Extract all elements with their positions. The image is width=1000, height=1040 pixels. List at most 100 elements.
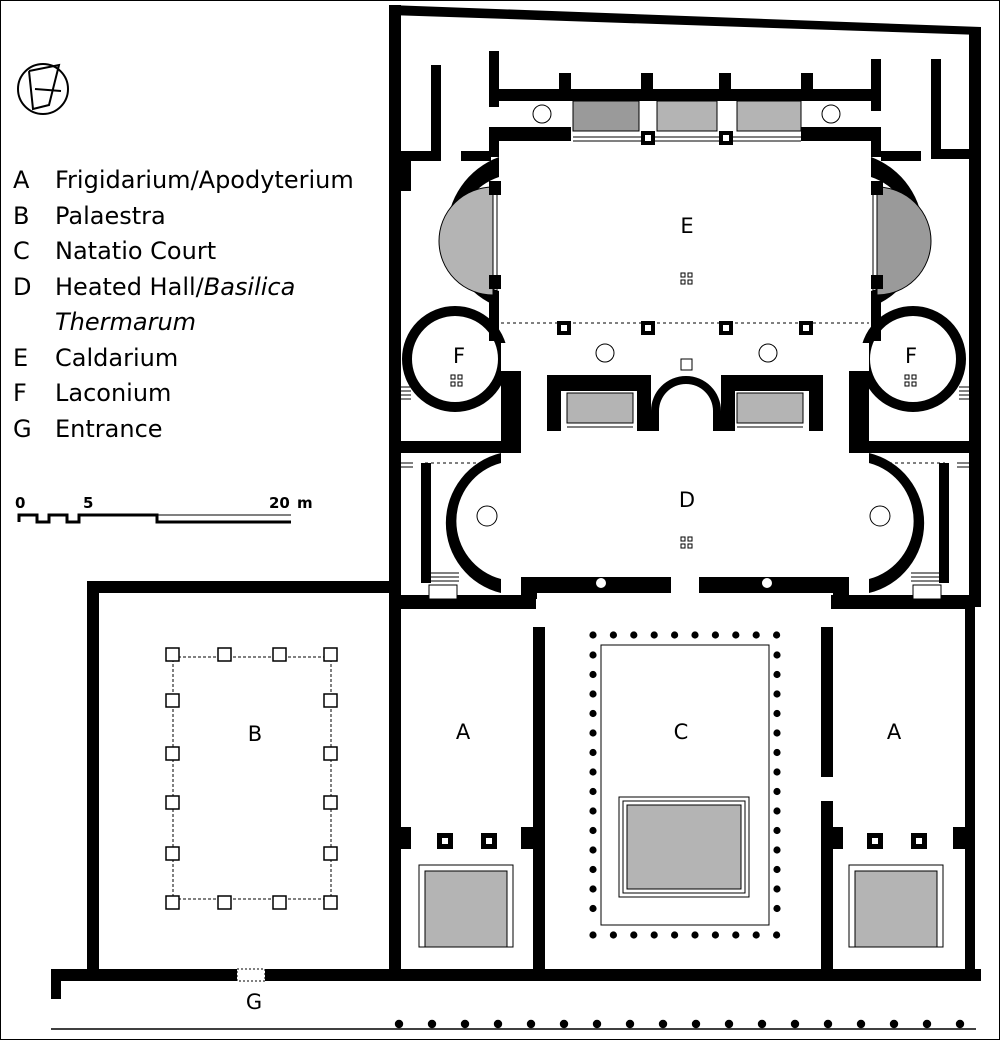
legend-text: Palaestra <box>55 201 166 230</box>
column-dot <box>773 690 781 698</box>
column-dot <box>671 631 679 639</box>
column-dot <box>711 631 720 639</box>
column-dot <box>790 1019 800 1029</box>
column-dot <box>773 768 781 776</box>
column-dot <box>773 729 781 737</box>
column-dot <box>922 1019 932 1029</box>
legend-item-f: F Laconium <box>13 376 354 412</box>
column-dot <box>773 931 781 939</box>
column-dot <box>630 631 638 639</box>
legend-text: Heated Hall/Basilica <box>55 270 295 306</box>
column-dot <box>493 1019 503 1029</box>
legend-key: F <box>13 379 27 407</box>
column-dot <box>609 631 618 639</box>
column-dot <box>773 631 781 639</box>
room-label-g: G <box>246 990 262 1014</box>
scale-label-0: 0 <box>15 494 25 512</box>
room-label-a-left: A <box>456 720 471 744</box>
caldarium-room <box>438 131 932 335</box>
column-dot <box>589 670 597 679</box>
column-dot <box>625 1019 635 1029</box>
column-dot <box>773 748 781 757</box>
tepidarium-passage <box>401 297 969 453</box>
column-dot <box>589 690 597 698</box>
column-dot <box>609 931 618 939</box>
legend-item-d: D Heated Hall/Basilica <box>13 270 354 306</box>
outer-walls <box>51 5 981 999</box>
legend-text-italic: Basilica <box>203 272 296 301</box>
legend-text: Entrance <box>55 414 163 443</box>
legend-text: Frigidarium/Apodyterium <box>55 166 354 194</box>
column-dot <box>823 1019 833 1029</box>
legend-text-roman: Heated Hall/ <box>55 272 204 301</box>
legend-text: Natatio Court <box>55 237 217 265</box>
scale-bar: 0 5 20 m <box>15 494 313 524</box>
legend-text: Laconium <box>55 379 172 407</box>
column-dot <box>711 931 720 939</box>
column-dot <box>752 631 760 639</box>
column-dot <box>460 1019 470 1029</box>
natatio-court <box>589 631 781 939</box>
column-dot <box>955 1019 965 1029</box>
column-dot <box>630 931 638 939</box>
room-label-f-right: F <box>905 344 917 368</box>
column-dot <box>650 931 658 939</box>
column-dot <box>691 931 699 939</box>
column-dot <box>732 931 740 939</box>
column-dot <box>589 865 597 874</box>
laconium-rooms <box>401 306 969 412</box>
column-dot <box>658 1019 668 1029</box>
legend-item-d-continuation: Thermarum <box>55 308 197 336</box>
column-dot <box>691 631 699 639</box>
column-dot <box>724 1019 734 1029</box>
heated-hall-room <box>401 453 969 600</box>
legend: A Frigidarium/Apodyterium B Palaestra C … <box>13 163 354 447</box>
column-dot <box>650 631 658 639</box>
column-dot <box>773 904 781 913</box>
room-label-f-left: F <box>453 344 465 368</box>
north-service-walls <box>401 51 969 191</box>
column-dot <box>526 1019 536 1029</box>
column-dot <box>589 826 597 835</box>
column-dot <box>889 1019 899 1029</box>
column-dot <box>589 729 597 737</box>
column-dot <box>427 1019 437 1029</box>
column-dot <box>589 787 597 796</box>
natatio-colonnade <box>589 631 781 939</box>
legend-key: D <box>13 272 32 301</box>
room-label-a-right: A <box>887 720 902 744</box>
north-pools <box>532 100 841 142</box>
palaestra-peristyle <box>165 647 338 910</box>
column-dot <box>589 904 597 913</box>
scale-label-5: 5 <box>83 494 93 512</box>
column-dot <box>752 931 760 939</box>
column-dot <box>757 1019 767 1029</box>
legend-key: B <box>13 201 30 230</box>
legend-text: Caldarium <box>55 343 179 372</box>
column-dot <box>732 631 740 639</box>
street-colonnade <box>394 1019 965 1029</box>
compass-rose-icon <box>17 63 69 115</box>
column-dot <box>773 670 781 679</box>
column-dot <box>589 807 597 815</box>
column-dot <box>773 787 781 796</box>
column-dot <box>691 1019 701 1029</box>
column-dot <box>589 768 597 776</box>
column-dot <box>589 631 597 639</box>
column-dot <box>773 651 781 659</box>
entrance-gap <box>236 968 266 982</box>
legend-item-c: C Natatio Court <box>13 234 354 270</box>
column-dot <box>589 748 597 757</box>
room-label-b: B <box>248 722 262 746</box>
column-dot <box>773 865 781 874</box>
room-label-d: D <box>679 488 695 512</box>
lower-block-walls <box>389 627 965 971</box>
legend-key: A <box>13 166 30 194</box>
column-dot <box>773 885 781 893</box>
column-dot <box>589 931 597 939</box>
column-dot <box>773 826 781 835</box>
scale-unit-label: m <box>297 494 313 512</box>
scale-label-20: 20 <box>269 494 290 512</box>
